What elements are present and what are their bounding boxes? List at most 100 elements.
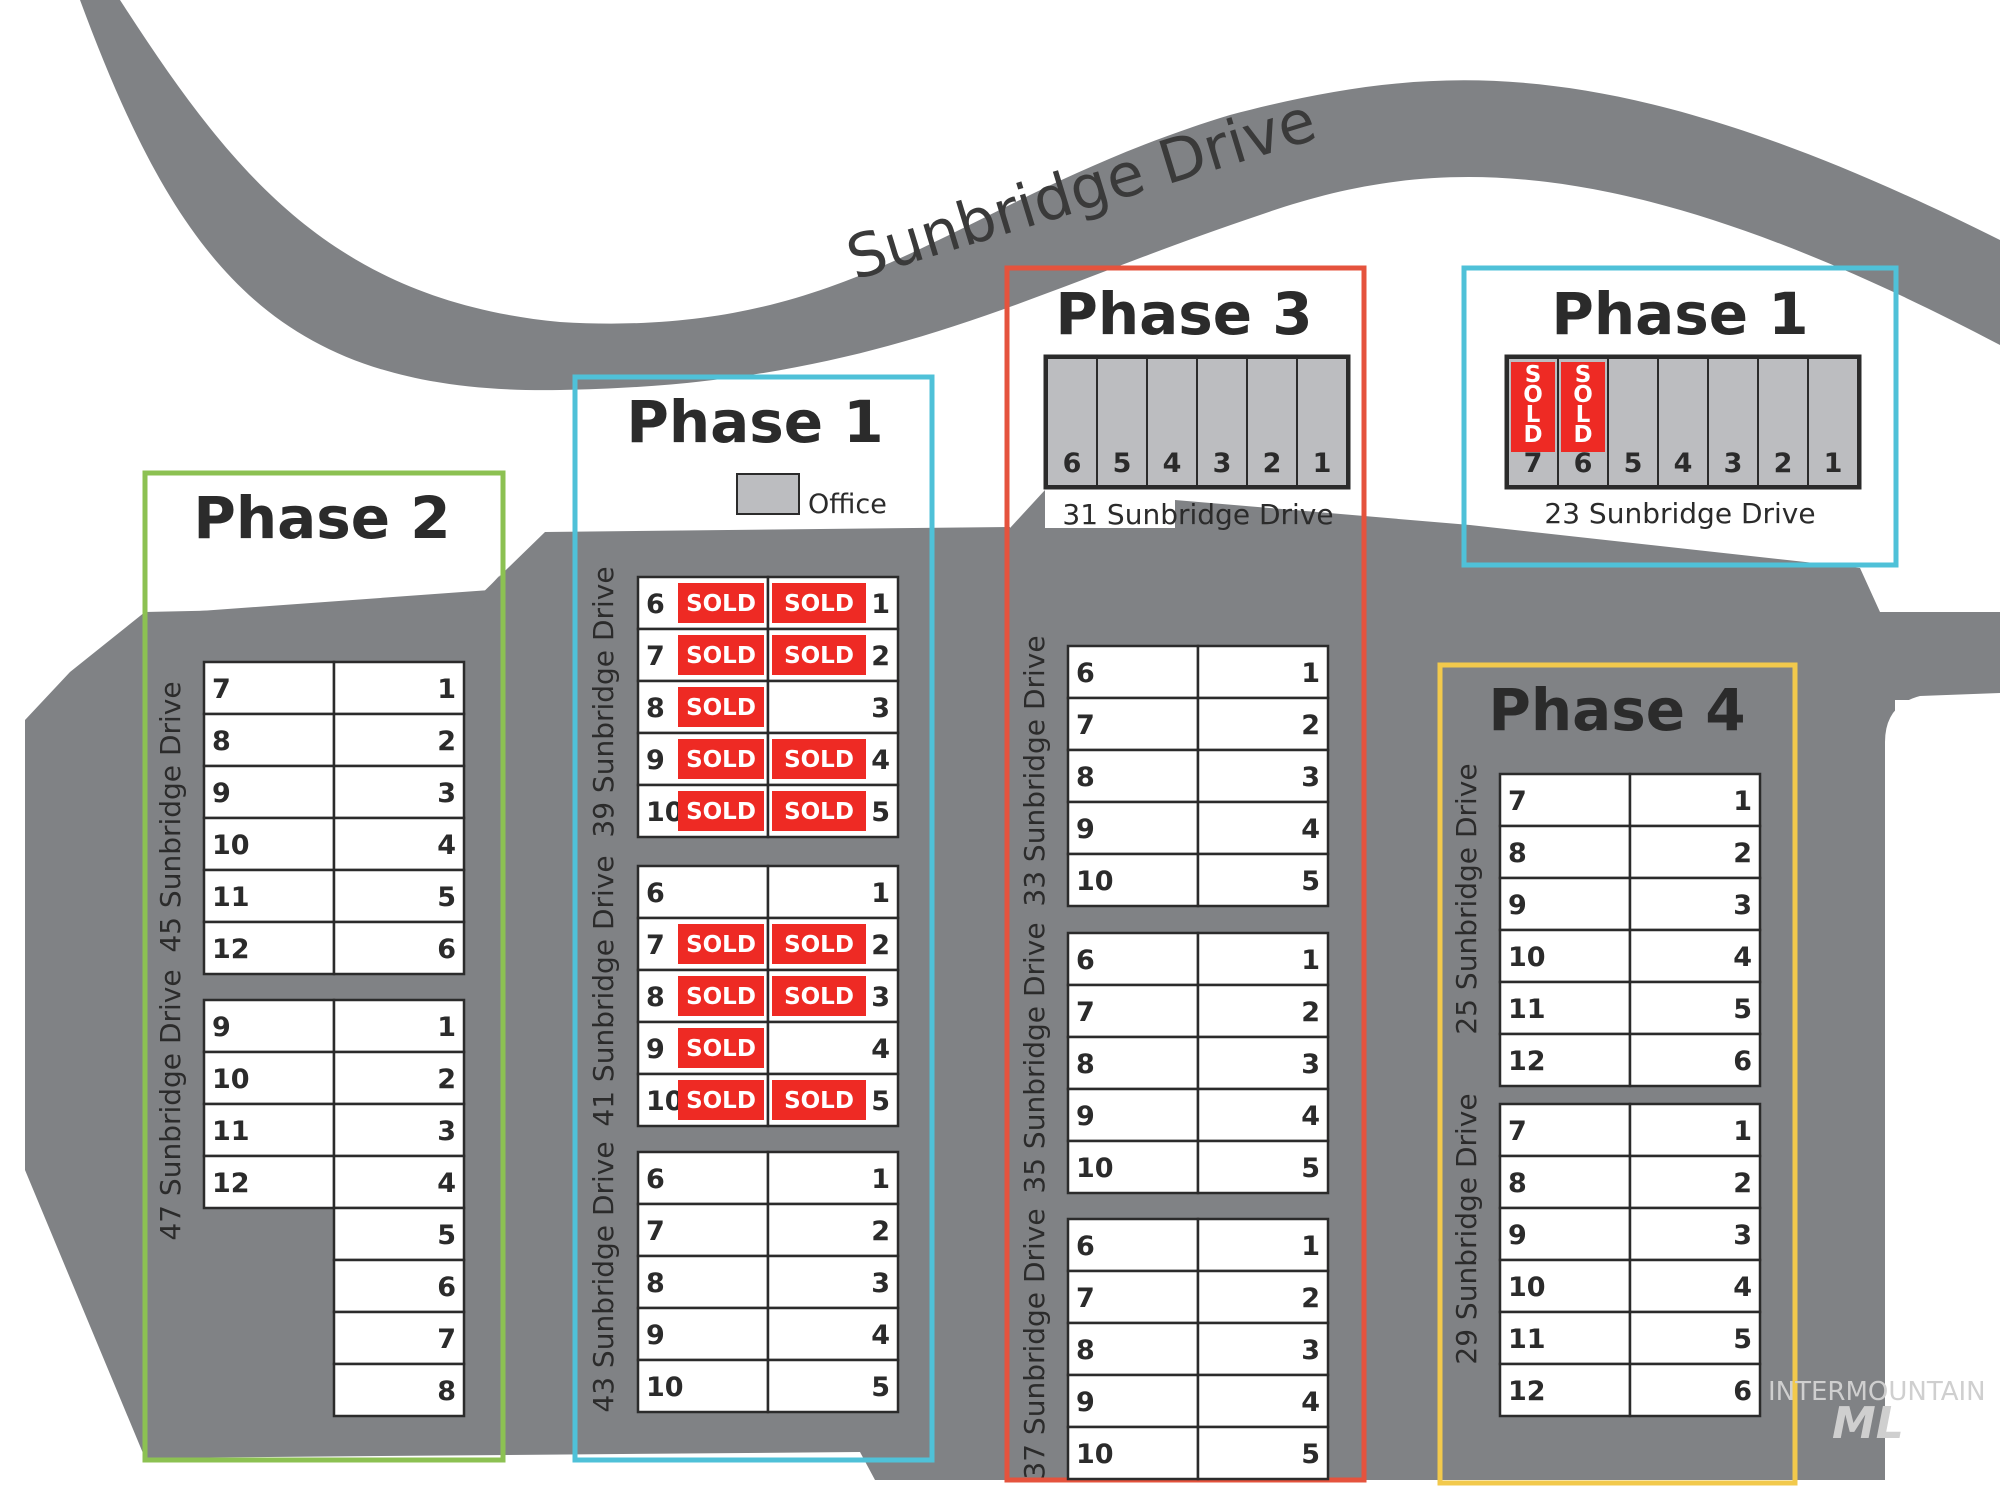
unit-cell[interactable] — [1498, 980, 1632, 1036]
unit-number: 7 — [1076, 710, 1095, 741]
unit-number: 7 — [646, 1216, 665, 1247]
unit-cell[interactable] — [1066, 1139, 1200, 1195]
building-label: 45 Sunbridge Drive — [154, 681, 187, 952]
garage-unit[interactable] — [1296, 357, 1348, 487]
unit-number: 2 — [1301, 710, 1320, 741]
unit-cell[interactable] — [1628, 824, 1762, 880]
unit-cell[interactable] — [332, 764, 466, 820]
unit-cell[interactable] — [332, 1154, 466, 1210]
unit-cell[interactable] — [1196, 1217, 1330, 1273]
unit-b39-10-sold-label: SOLD — [686, 799, 756, 825]
unit-b41-8-sold-label: SOLD — [686, 984, 756, 1010]
unit-cell[interactable] — [332, 1102, 466, 1158]
unit-number: 1 — [1313, 448, 1332, 479]
unit-cell[interactable] — [1628, 1032, 1762, 1088]
unit-b41-r5-sold-tag — [772, 1080, 866, 1120]
unit-number: 7 — [1076, 997, 1095, 1028]
unit-cell[interactable] — [332, 1206, 466, 1262]
unit-cell[interactable] — [766, 1020, 900, 1076]
sold-letter: D — [1573, 422, 1592, 448]
unit-cell[interactable] — [1498, 1032, 1632, 1088]
unit-number: 3 — [871, 1268, 890, 1299]
unit-cell[interactable] — [1628, 928, 1762, 984]
unit-cell[interactable] — [1498, 824, 1632, 880]
unit-number: 1 — [1301, 945, 1320, 976]
unit-cell[interactable] — [1628, 1102, 1762, 1158]
unit-cell[interactable] — [1196, 1035, 1330, 1091]
unit-number: 1 — [1733, 786, 1752, 817]
unit-b39-6-sold-label: SOLD — [686, 591, 756, 617]
unit-number: 9 — [1076, 1387, 1095, 1418]
unit-number: 7 — [1076, 1283, 1095, 1314]
unit-cell[interactable] — [1196, 1087, 1330, 1143]
unit-cell[interactable] — [1196, 1139, 1330, 1195]
unit-number: 5 — [1113, 448, 1132, 479]
unit-cell[interactable] — [766, 1202, 900, 1258]
unit-cell[interactable] — [1066, 1269, 1200, 1325]
garage-unit[interactable] — [1146, 357, 1198, 487]
unit-cell[interactable] — [636, 1306, 770, 1362]
unit-cell[interactable] — [1628, 1154, 1762, 1210]
unit-cell[interactable] — [1498, 1154, 1632, 1210]
garage-unit[interactable] — [1246, 357, 1298, 487]
unit-cell[interactable] — [636, 864, 770, 920]
unit-cell[interactable] — [1628, 1362, 1762, 1418]
unit-b39-r1-sold-label: SOLD — [784, 591, 854, 617]
unit-number: 6 — [646, 589, 665, 620]
unit-cell[interactable] — [1066, 1425, 1200, 1481]
unit-cell[interactable] — [1628, 772, 1762, 828]
sold-letter: S — [1575, 362, 1592, 388]
unit-cell[interactable] — [1196, 1321, 1330, 1377]
unit-number: 3 — [871, 693, 890, 724]
unit-cell[interactable] — [202, 1050, 336, 1106]
unit-number: 11 — [212, 1116, 250, 1147]
unit-cell[interactable] — [332, 868, 466, 924]
unit-cell[interactable] — [1066, 1035, 1200, 1091]
unit-number: 4 — [437, 1168, 456, 1199]
unit-cell[interactable] — [1196, 852, 1330, 908]
unit-cell[interactable] — [1196, 1269, 1330, 1325]
unit-cell[interactable] — [1066, 748, 1200, 804]
unit-number: 1 — [437, 674, 456, 705]
unit-cell[interactable] — [332, 1362, 466, 1418]
unit-cell[interactable] — [1196, 1425, 1330, 1481]
unit-cell[interactable] — [202, 1154, 336, 1210]
garage-unit[interactable] — [1807, 357, 1859, 487]
unit-cell[interactable] — [332, 712, 466, 768]
unit-number: 4 — [871, 1034, 890, 1065]
unit-cell[interactable] — [202, 764, 336, 820]
building-label: 41 Sunbridge Drive — [587, 855, 620, 1126]
unit-cell[interactable] — [202, 816, 336, 872]
unit-cell[interactable] — [766, 864, 900, 920]
garage-unit[interactable] — [1096, 357, 1148, 487]
unit-cell[interactable] — [332, 1310, 466, 1366]
unit-cell[interactable] — [202, 868, 336, 924]
unit-cell[interactable] — [1498, 876, 1632, 932]
unit-cell[interactable] — [1196, 931, 1330, 987]
unit-b41-8-sold-tag — [678, 976, 764, 1016]
unit-cell[interactable] — [332, 1258, 466, 1314]
unit-cell[interactable] — [766, 1306, 900, 1362]
unit-cell[interactable] — [1066, 931, 1200, 987]
garage-unit[interactable] — [1757, 357, 1809, 487]
unit-cell[interactable] — [1066, 1087, 1200, 1143]
unit-cell[interactable] — [1628, 1310, 1762, 1366]
unit-cell[interactable] — [1498, 1258, 1632, 1314]
unit-cell[interactable] — [1196, 800, 1330, 856]
office-building — [736, 473, 800, 515]
unit-cell[interactable] — [1196, 696, 1330, 752]
unit-cell[interactable] — [766, 1358, 900, 1414]
unit-number: 5 — [1301, 1439, 1320, 1470]
unit-cell[interactable] — [766, 1254, 900, 1310]
unit-cell[interactable] — [202, 920, 336, 976]
unit-b41-9-sold-tag — [678, 1028, 764, 1068]
unit-b41-r2-sold-label: SOLD — [784, 932, 854, 958]
unit-cell[interactable] — [332, 660, 466, 716]
unit-cell[interactable] — [636, 1254, 770, 1310]
unit-cell[interactable] — [1196, 1373, 1330, 1429]
unit-cell[interactable] — [1066, 696, 1200, 752]
unit-number: 8 — [437, 1376, 456, 1407]
garage-unit[interactable] — [1607, 357, 1659, 487]
unit-cell[interactable] — [1196, 983, 1330, 1039]
unit-cell[interactable] — [332, 920, 466, 976]
